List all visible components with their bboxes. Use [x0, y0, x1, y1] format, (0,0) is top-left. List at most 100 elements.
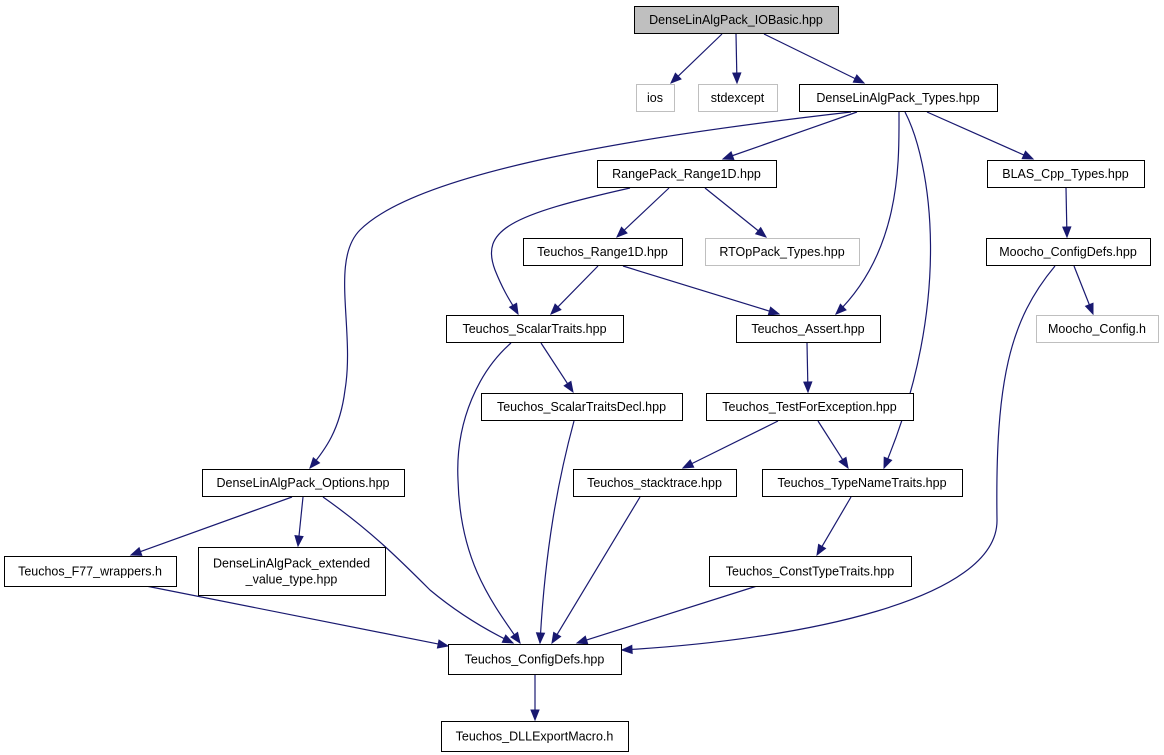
edge-line	[298, 496, 304, 538]
arrowhead-icon	[852, 74, 866, 84]
edge-line	[540, 342, 569, 385]
node-scalardecl[interactable]: Teuchos_ScalarTraitsDecl.hpp	[481, 393, 683, 421]
node-box	[987, 160, 1145, 188]
edge-line	[556, 496, 641, 636]
arrowhead-icon	[767, 306, 781, 316]
edge-range-to-scalar	[490, 187, 631, 316]
node-label: BLAS_Cpp_Types.hpp	[1002, 167, 1129, 181]
node-box	[636, 84, 675, 112]
edge-root-to-types	[763, 33, 866, 84]
node-configdefs[interactable]: Teuchos_ConfigDefs.hpp	[448, 644, 622, 675]
edge-line	[677, 33, 723, 78]
node-box	[706, 393, 914, 421]
arrowhead-icon	[721, 151, 735, 161]
node-box	[709, 556, 912, 587]
edge-line	[817, 420, 844, 461]
edge-range-to-rtop	[704, 187, 768, 238]
edge-line	[690, 420, 779, 465]
node-moochoconfig[interactable]: Moocho_Config.h	[1036, 315, 1159, 343]
node-label: Teuchos_Assert.hpp	[751, 322, 864, 336]
node-label: Teuchos_Range1D.hpp	[537, 245, 668, 259]
node-consttype[interactable]: Teuchos_ConstTypeTraits.hpp	[709, 556, 912, 587]
node-box	[441, 721, 629, 752]
node-label: Teuchos_ScalarTraits.hpp	[462, 322, 606, 336]
node-box	[986, 238, 1151, 266]
node-box	[4, 556, 177, 587]
node-range[interactable]: RangePack_Range1D.hpp	[597, 160, 777, 188]
node-label: Moocho_ConfigDefs.hpp	[999, 245, 1137, 259]
arrowhead-icon	[551, 631, 562, 645]
arrowhead-icon	[550, 303, 562, 315]
node-testexc[interactable]: Teuchos_TestForException.hpp	[706, 393, 914, 421]
node-extended[interactable]: DenseLinAlgPack_extended_value_type.hpp	[198, 547, 386, 596]
node-assert[interactable]: Teuchos_Assert.hpp	[736, 315, 881, 343]
arrowhead-icon	[670, 72, 682, 84]
node-label: Teuchos_F77_wrappers.h	[18, 565, 162, 579]
edge-line	[621, 265, 1056, 651]
node-f77[interactable]: Teuchos_F77_wrappers.h	[4, 556, 177, 587]
edge-configdefs-to-dll	[530, 674, 540, 722]
edge-blas-to-moochodefs	[1062, 187, 1072, 239]
edge-consttype-to-configdefs	[575, 585, 758, 645]
arrowhead-icon	[883, 456, 893, 470]
node-types[interactable]: DenseLinAlgPack_Types.hpp	[799, 84, 998, 112]
node-label: ios	[647, 91, 663, 105]
node-label: Teuchos_ScalarTraitsDecl.hpp	[497, 400, 666, 414]
edge-line	[704, 187, 760, 232]
node-label: DenseLinAlgPack_extended	[213, 557, 370, 571]
edge-options-to-configdefs	[322, 496, 515, 644]
arrowhead-icon	[535, 632, 546, 645]
arrowhead-icon	[835, 303, 847, 315]
arrowhead-icon	[816, 543, 827, 557]
node-label: RTOpPack_Types.hpp	[719, 245, 844, 259]
node-box	[1036, 315, 1159, 343]
node-scalar[interactable]: Teuchos_ScalarTraits.hpp	[446, 315, 624, 343]
arrowhead-icon	[129, 546, 143, 556]
node-stdexcept[interactable]: stdexcept	[698, 84, 778, 112]
arrowhead-icon	[508, 302, 519, 316]
node-box	[202, 469, 405, 497]
node-moochodefs[interactable]: Moocho_ConfigDefs.hpp	[986, 238, 1151, 266]
node-root[interactable]: DenseLinAlgPack_IOBasic.hpp	[634, 6, 839, 34]
arrowhead-icon	[575, 635, 589, 645]
node-label: RangePack_Range1D.hpp	[612, 167, 761, 181]
edge-line	[731, 111, 858, 157]
edge-assert-to-testexc	[803, 342, 813, 394]
node-typename[interactable]: Teuchos_TypeNameTraits.hpp	[762, 469, 963, 497]
edge-line	[821, 496, 852, 548]
edge-line	[322, 496, 514, 644]
edge-types-to-range	[721, 111, 858, 161]
node-dll[interactable]: Teuchos_DLLExportMacro.h	[441, 721, 629, 752]
node-trange[interactable]: Teuchos_Range1D.hpp	[523, 238, 683, 266]
edge-scalar-to-configdefs	[457, 342, 521, 645]
arrowhead-icon	[1021, 150, 1035, 160]
edge-line	[806, 342, 809, 384]
node-label: Teuchos_TestForException.hpp	[722, 400, 896, 414]
arrowhead-icon	[436, 639, 450, 649]
node-box	[762, 469, 963, 497]
node-label: Teuchos_ConstTypeTraits.hpp	[726, 565, 894, 579]
edge-line	[556, 265, 599, 309]
edge-line	[1065, 187, 1068, 229]
edge-line	[585, 585, 758, 641]
node-label: Teuchos_DLLExportMacro.h	[456, 730, 614, 744]
node-box	[705, 238, 860, 266]
node-label: Teuchos_TypeNameTraits.hpp	[777, 476, 946, 490]
arrowhead-icon	[309, 456, 321, 470]
arrowhead-icon	[620, 644, 633, 655]
edge-line	[735, 33, 738, 75]
arrowhead-icon	[803, 381, 813, 394]
edges-layer	[129, 33, 1094, 722]
arrowhead-icon	[510, 631, 521, 645]
node-blas[interactable]: BLAS_Cpp_Types.hpp	[987, 160, 1145, 188]
node-box	[634, 6, 839, 34]
node-options[interactable]: DenseLinAlgPack_Options.hpp	[202, 469, 405, 497]
edge-line	[763, 33, 857, 80]
node-box	[198, 547, 386, 596]
node-stack[interactable]: Teuchos_stacktrace.hpp	[573, 469, 737, 497]
node-ios[interactable]: ios	[636, 84, 675, 112]
edge-range-to-trange	[616, 187, 670, 238]
node-box	[523, 238, 683, 266]
node-rtop[interactable]: RTOpPack_Types.hpp	[705, 238, 860, 266]
node-label: Teuchos_ConfigDefs.hpp	[465, 653, 605, 667]
